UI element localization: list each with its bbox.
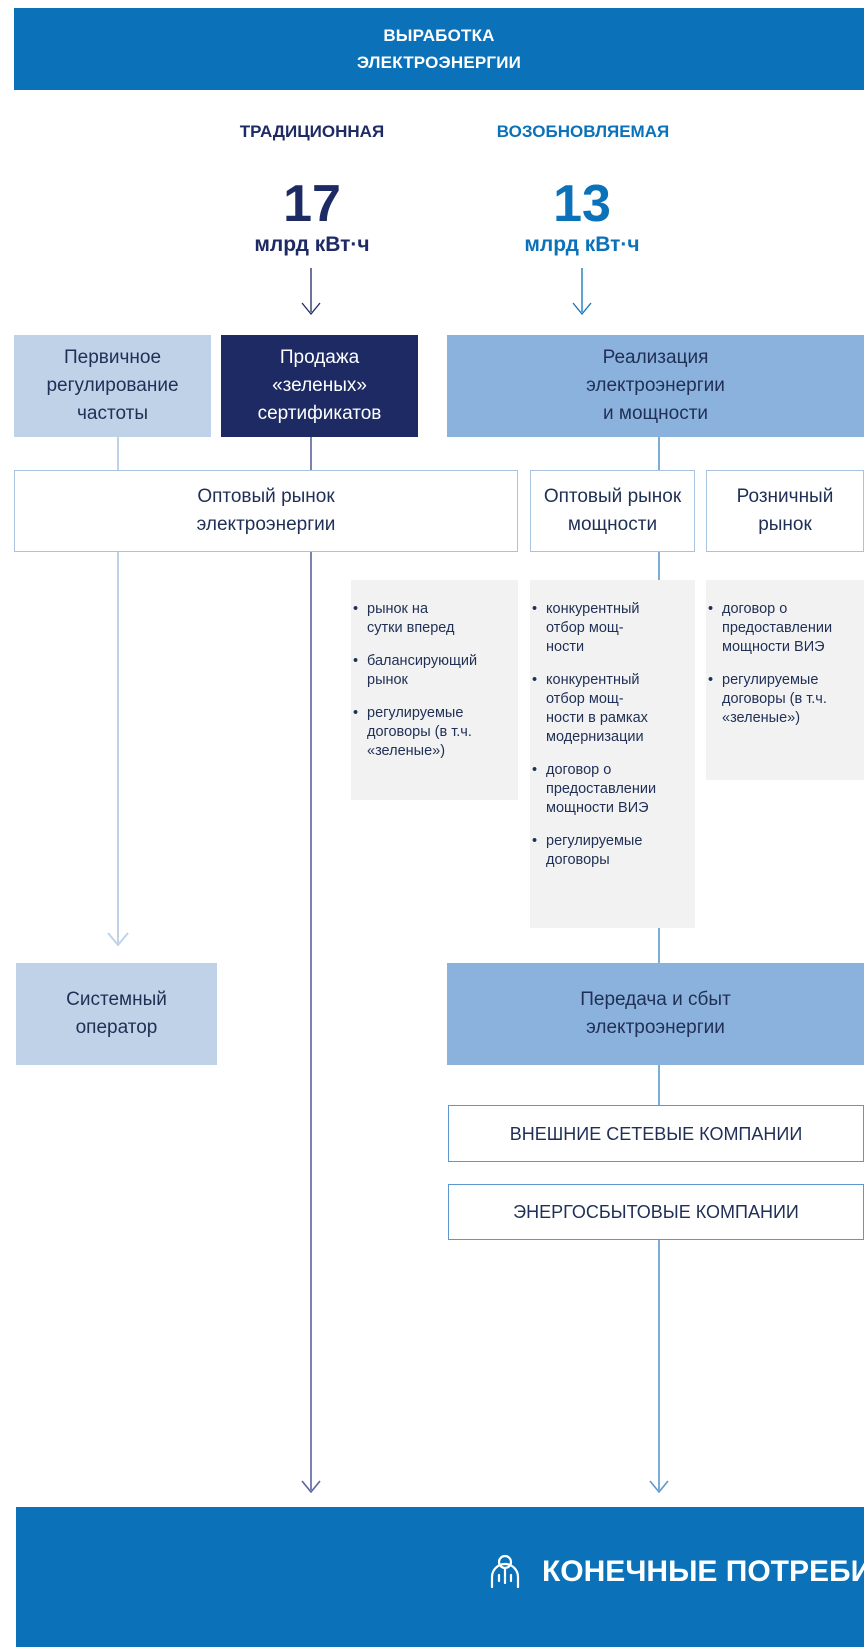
list-item-line: мощности ВИЭ: [722, 639, 825, 655]
retail-line-2: рынок: [758, 514, 812, 535]
traditional-value: 17: [283, 175, 341, 233]
list-item-line: рынок: [367, 672, 408, 688]
final-consumers-banner: КОНЕЧНЫЕ ПОТРЕБИТ: [16, 1507, 864, 1647]
list-item-line: отбор мощ-: [546, 620, 624, 636]
list-item: рынок на сутки вперед: [351, 600, 518, 638]
frequency-regulation-box: Первичное регулирование частоты: [14, 335, 211, 437]
list-item-line: конкурентный: [546, 672, 640, 688]
list-item-line: договор о: [546, 762, 612, 778]
system-operator-line-2: оператор: [75, 1017, 158, 1038]
grid-companies-label: ВНЕШНИЕ СЕТЕВЫЕ КОМПАНИИ: [509, 1123, 803, 1144]
supply-companies-label: ЭНЕРГОСБЫТОВЫЕ КОМПАНИИ: [513, 1202, 799, 1222]
list-item: договор о предоставлении мощности ВИЭ: [706, 600, 864, 657]
transmission-box: Передача и сбыт электроэнергии: [447, 963, 864, 1065]
list-item-line: предоставлении: [722, 620, 833, 636]
list-item: регулируемые договоры (в т.ч. «зеленые»): [351, 704, 518, 761]
wholesale-energy-line-2: электроэнергии: [196, 514, 336, 535]
transmission-line-1: Передача и сбыт: [580, 989, 731, 1010]
system-operator-box: Системный оператор: [16, 963, 217, 1065]
list-item-line: договоры (в т.ч.: [722, 691, 827, 707]
final-consumers: КОНЕЧНЫЕ ПОТРЕБИТ: [486, 1553, 864, 1591]
list-item-line: предоставлении: [546, 781, 657, 797]
green-certificates-box: Продажа «зеленых» сертификатов: [221, 335, 418, 437]
wholesale-capacity-market-box: Оптовый рынок мощности: [530, 470, 695, 552]
list-item-line: ности в рамках: [546, 710, 648, 726]
list-item-line: регулируемые: [722, 672, 819, 688]
list-item-line: договоры (в т.ч.: [367, 724, 472, 740]
generation-banner: ВЫРАБОТКА ЭЛЕКТРОЭНЕРГИИ: [14, 8, 864, 90]
list-item: регулируемые договоры: [530, 832, 695, 870]
wholesale-energy-list: рынок на сутки вперед балансирующий рыно…: [351, 580, 518, 800]
supply-companies-box: ЭНЕРГОСБЫТОВЫЕ КОМПАНИИ: [448, 1184, 864, 1240]
sales-line-2: электроэнергии: [586, 375, 725, 396]
wholesale-capacity-line-2: мощности: [567, 514, 658, 535]
green-line-3: сертификатов: [257, 403, 382, 424]
traditional-unit: млрд кВт·ч: [254, 233, 370, 256]
list-item-line: балансирующий: [367, 653, 478, 669]
traditional-title: ТРАДИЦИОННАЯ: [239, 122, 385, 141]
list-item-line: конкурентный: [546, 601, 640, 617]
list-item-line: сутки вперед: [367, 620, 455, 636]
final-consumers-label: КОНЕЧНЫЕ ПОТРЕБИТ: [542, 1555, 864, 1588]
system-operator-line-1: Системный: [66, 989, 167, 1010]
list-item: конкурентный отбор мощ- ности в рамках м…: [530, 671, 695, 747]
generation-title-line2: ЭЛЕКТРОЭНЕРГИИ: [356, 53, 522, 72]
list-item-line: «зеленые»): [722, 710, 801, 726]
retail-market-box: Розничный рынок: [706, 470, 864, 552]
retail-list: договор о предоставлении мощности ВИЭ ре…: [706, 580, 864, 780]
wholesale-energy-line-1: Оптовый рынок: [197, 486, 335, 507]
wholesale-capacity-line-1: Оптовый рынок: [543, 486, 682, 507]
list-item-line: договор о: [722, 601, 788, 617]
list-item: конкурентный отбор мощ- ности: [530, 600, 695, 657]
list-item: балансирующий рынок: [351, 652, 518, 690]
green-line-1: Продажа: [279, 347, 360, 368]
list-item-line: отбор мощ-: [546, 691, 624, 707]
wholesale-capacity-list: конкурентный отбор мощ- ности конкурентн…: [530, 580, 695, 928]
list-item-line: регулируемые: [546, 833, 643, 849]
generation-title-line1: ВЫРАБОТКА: [383, 26, 495, 45]
renewable-value: 13: [553, 175, 611, 233]
sales-line-3: и мощности: [602, 403, 709, 424]
list-item-line: модернизации: [546, 729, 644, 745]
list-item: регулируемые договоры (в т.ч. «зеленые»): [706, 671, 864, 728]
renewable-title: ВОЗОБНОВЛЯЕМАЯ: [496, 122, 670, 141]
frequency-line-2: регулирование: [46, 375, 179, 396]
frequency-line-1: Первичное: [63, 347, 162, 368]
list-item-line: рынок на: [367, 601, 429, 617]
renewable-unit: млрд кВт·ч: [524, 233, 640, 256]
energy-sales-box: Реализация электроэнергии и мощности: [447, 335, 864, 437]
list-item: договор о предоставлении мощности ВИЭ: [530, 761, 695, 818]
green-line-2: «зеленых»: [272, 375, 367, 396]
grid-companies-box: ВНЕШНИЕ СЕТЕВЫЕ КОМПАНИИ: [448, 1105, 864, 1162]
list-item-line: мощности ВИЭ: [546, 800, 649, 816]
sales-line-1: Реализация: [602, 347, 709, 368]
list-item-line: регулируемые: [367, 705, 464, 721]
transmission-line-2: электроэнергии: [586, 1017, 725, 1038]
list-item-line: договоры: [546, 852, 610, 868]
frequency-line-3: частоты: [77, 403, 148, 424]
wholesale-energy-market-box: Оптовый рынок электроэнергии: [14, 470, 518, 552]
list-item-line: «зеленые»): [367, 743, 446, 759]
list-item-line: ности: [546, 639, 585, 655]
retail-line-1: Розничный: [736, 486, 834, 507]
consumer-icon: [490, 1554, 520, 1589]
